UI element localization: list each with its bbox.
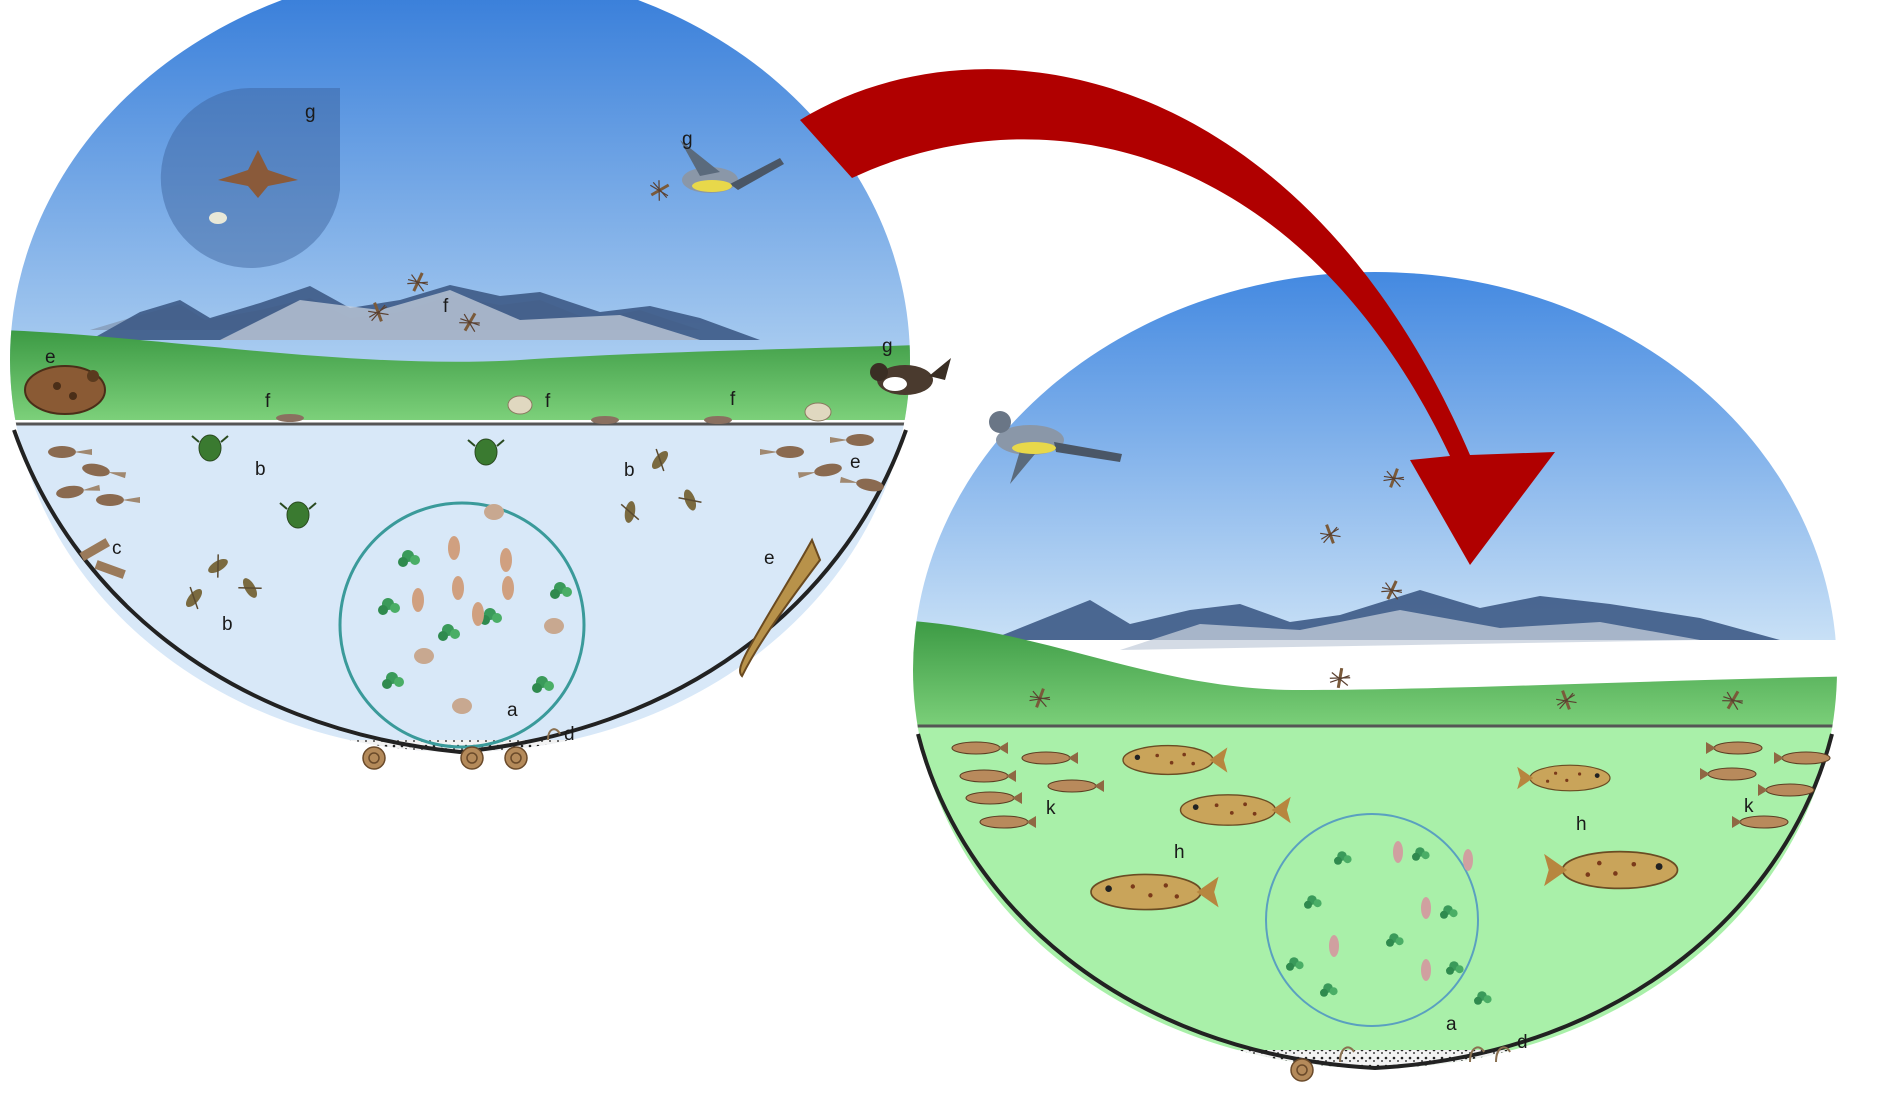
zooplankton-icon xyxy=(1421,897,1431,919)
label-c: c xyxy=(112,538,122,559)
snail-icon xyxy=(461,747,483,769)
label-g: g xyxy=(882,336,893,357)
label-g: g xyxy=(682,129,693,150)
insect-icon xyxy=(508,396,532,414)
frog-icon xyxy=(25,366,105,414)
label-g: g xyxy=(305,102,316,123)
label-a: a xyxy=(507,700,518,721)
insect-icon xyxy=(276,414,304,422)
zooplankton-icon xyxy=(1463,849,1473,871)
zooplankton-icon xyxy=(502,576,514,600)
panel-after: k h h k a d xyxy=(900,260,1880,1090)
zooplankton-icon xyxy=(472,602,484,626)
label-e: e xyxy=(764,548,775,569)
zooplankton-icon xyxy=(544,618,564,634)
insect-icon xyxy=(704,416,732,424)
label-e: e xyxy=(850,452,861,473)
label-e: e xyxy=(45,347,56,368)
prey-icon xyxy=(209,212,227,224)
zooplankton-icon xyxy=(414,648,434,664)
label-b: b xyxy=(222,614,233,635)
label-k: k xyxy=(1046,798,1056,819)
snail-icon xyxy=(1291,1059,1313,1081)
zooplankton-icon xyxy=(452,698,472,714)
label-f: f xyxy=(443,296,449,317)
label-d: d xyxy=(1517,1032,1528,1053)
label-b: b xyxy=(624,460,635,481)
label-f: f xyxy=(545,391,551,412)
zooplankton-icon xyxy=(484,504,504,520)
snail-icon xyxy=(505,747,527,769)
zooplankton-icon xyxy=(500,548,512,572)
zooplankton-icon xyxy=(1393,841,1403,863)
label-d: d xyxy=(564,724,575,745)
zooplankton-icon xyxy=(452,576,464,600)
zooplankton-icon xyxy=(1329,935,1339,957)
pond-bed-after xyxy=(900,1050,1880,1090)
label-f: f xyxy=(265,391,271,412)
insect-icon xyxy=(805,403,831,421)
label-b: b xyxy=(255,459,266,480)
zooplankton-icon xyxy=(448,536,460,560)
label-f: f xyxy=(730,389,736,410)
label-h: h xyxy=(1174,842,1185,863)
label-k: k xyxy=(1744,796,1754,817)
insect-icon xyxy=(591,416,619,424)
zooplankton-icon xyxy=(412,588,424,612)
mosquito-icon xyxy=(1328,666,1351,689)
label-h: h xyxy=(1576,814,1587,835)
snail-icon xyxy=(363,747,385,769)
zooplankton-icon xyxy=(1421,959,1431,981)
label-a: a xyxy=(1446,1014,1457,1035)
